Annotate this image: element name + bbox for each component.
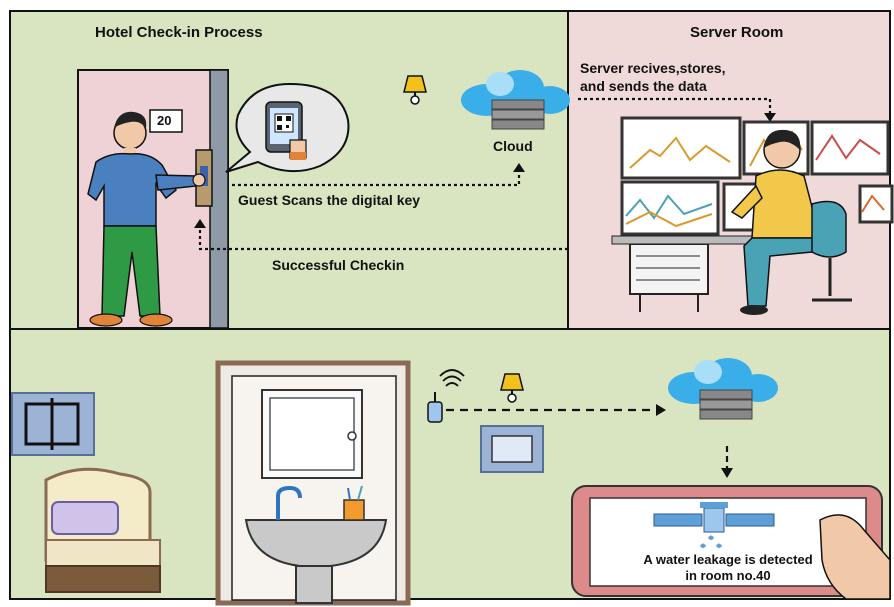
success-label: Successful Checkin	[272, 257, 405, 273]
wall-picture	[11, 392, 95, 456]
monitor-wall	[620, 116, 894, 236]
server-tower	[629, 243, 709, 312]
office-chair	[811, 200, 852, 302]
checkin-title: Hotel Check-in Process	[95, 24, 263, 41]
server-room-title: Server Room	[690, 24, 784, 41]
sink	[244, 485, 388, 604]
alert-line-2: in room no.40	[685, 568, 771, 583]
server-note-line-1: Server recives,stores,	[580, 60, 726, 76]
alert-line-1: A water leakage is detected	[643, 552, 813, 567]
mirror-cabinet	[261, 389, 363, 479]
qr-code-icon	[274, 113, 294, 133]
bed	[44, 467, 161, 593]
cloud-label: Cloud	[493, 138, 533, 154]
speech-bubble	[225, 82, 350, 173]
server-icon	[491, 99, 545, 130]
server-note-line-2: and sends the data	[580, 78, 707, 94]
room-number: 20	[157, 113, 172, 128]
arrowhead-right-cloud	[656, 404, 666, 416]
arrowhead-up-door	[194, 219, 206, 228]
arrowhead-down-monitor	[764, 113, 776, 122]
guest-figure	[87, 111, 206, 327]
hand-holding-tablet	[819, 514, 891, 600]
arrowhead-down-tablet	[721, 468, 733, 478]
success-flow-arrow	[198, 226, 568, 251]
server-operator	[730, 129, 822, 315]
server-data-arrow	[578, 97, 772, 114]
bathroom-doorway	[215, 360, 411, 606]
leaking-pipe-icon	[653, 502, 775, 548]
wifi-icon	[439, 369, 465, 387]
scan-label: Guest Scans the digital key	[238, 192, 421, 208]
lamp-icon-room	[500, 373, 524, 403]
scan-flow-arrow	[232, 170, 521, 187]
water-sensor-icon	[427, 392, 443, 423]
lamp-icon	[403, 75, 427, 105]
arrowhead-up-cloud	[513, 163, 525, 172]
alert-tablet	[571, 485, 883, 597]
room-number-plate	[149, 109, 183, 133]
light-switch-panel	[480, 425, 544, 473]
server-icon-room	[699, 389, 753, 420]
